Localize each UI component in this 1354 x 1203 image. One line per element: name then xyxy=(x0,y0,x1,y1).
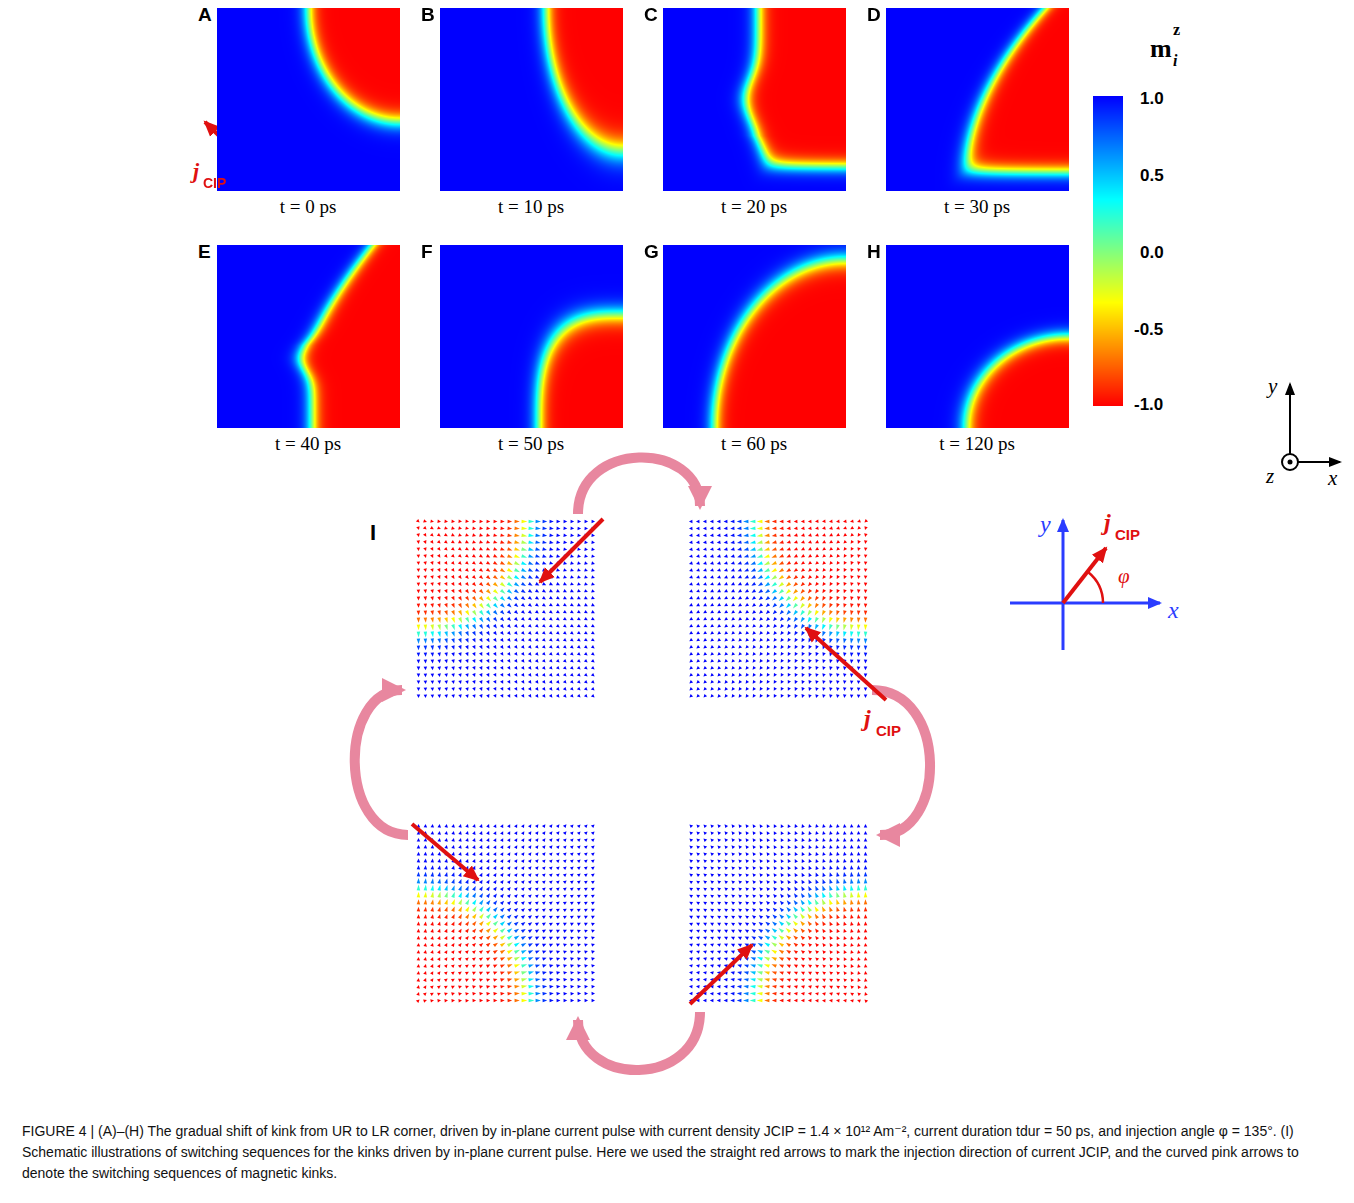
figure-caption: FIGURE 4 | (A)–(H) The gradual shift of … xyxy=(22,1121,1332,1184)
heatmap-panel xyxy=(663,245,846,428)
axis-out-of-plane xyxy=(1282,454,1298,470)
current-subscript: CIP xyxy=(1115,527,1140,542)
spin-vector-field xyxy=(687,518,869,700)
heatmap-panel xyxy=(886,8,1069,191)
time-label: t = 0 ps xyxy=(280,197,337,216)
panel-letter: G xyxy=(644,242,659,261)
colorbar-tick: -0.5 xyxy=(1134,321,1163,338)
colorbar-title-sup: z xyxy=(1173,22,1180,38)
panel-letter: B xyxy=(421,5,435,24)
heatmap-panel xyxy=(440,8,623,191)
sequence-arrow xyxy=(578,457,700,514)
heatmap-panel xyxy=(217,8,400,191)
current-symbol: j xyxy=(1104,510,1111,534)
time-label: t = 120 ps xyxy=(939,434,1015,453)
axis-line xyxy=(1010,602,1063,605)
axis-dot xyxy=(1288,460,1293,465)
axis-label: z xyxy=(1266,466,1274,487)
spin-vector-field xyxy=(415,822,597,1004)
panel-letter: A xyxy=(198,5,212,24)
colorbar-title-sub: i xyxy=(1173,53,1177,69)
axis-line xyxy=(1289,384,1291,462)
colorbar xyxy=(1093,96,1123,406)
time-label: t = 30 ps xyxy=(944,197,1010,216)
sequence-arrow xyxy=(578,1012,700,1070)
current-arrow xyxy=(1063,548,1106,603)
axis-line xyxy=(1062,603,1065,650)
sequence-arrow xyxy=(355,690,408,835)
colorbar-tick: 1.0 xyxy=(1140,90,1164,107)
heatmap-panel xyxy=(886,245,1069,428)
time-label: t = 20 ps xyxy=(721,197,787,216)
heatmap-panel xyxy=(440,245,623,428)
axis-label: y xyxy=(1040,512,1051,536)
time-label: t = 60 ps xyxy=(721,434,787,453)
axis-label: x xyxy=(1328,468,1337,489)
axis-line xyxy=(1062,520,1065,603)
current-subscript: CIP xyxy=(203,176,226,190)
heatmap-panel xyxy=(217,245,400,428)
panel-letter: H xyxy=(867,242,881,261)
panel-letter: F xyxy=(421,242,433,261)
sequence-arrow xyxy=(872,690,930,835)
angle-symbol: φ xyxy=(1118,566,1130,587)
heatmap-panel xyxy=(663,8,846,191)
axis-label: y xyxy=(1268,376,1277,397)
panel-letter: D xyxy=(867,5,881,24)
panel-letter: C xyxy=(644,5,658,24)
current-symbol: j xyxy=(864,706,871,730)
spin-vector-field xyxy=(415,518,597,700)
time-label: t = 10 ps xyxy=(498,197,564,216)
current-symbol: j xyxy=(193,160,199,182)
panel-letter: I xyxy=(370,522,376,544)
spin-vector-field xyxy=(687,822,869,1004)
time-label: t = 40 ps xyxy=(275,434,341,453)
colorbar-title: m xyxy=(1150,36,1172,62)
angle-arc xyxy=(1088,572,1103,603)
panel-letter: E xyxy=(198,242,211,261)
colorbar-tick: 0.0 xyxy=(1140,244,1164,261)
axis-label: x xyxy=(1168,598,1179,622)
colorbar-tick: 0.5 xyxy=(1140,167,1164,184)
colorbar-tick: -1.0 xyxy=(1134,396,1163,413)
time-label: t = 50 ps xyxy=(498,434,564,453)
axis-line xyxy=(1063,602,1160,605)
current-subscript: CIP xyxy=(876,723,901,738)
